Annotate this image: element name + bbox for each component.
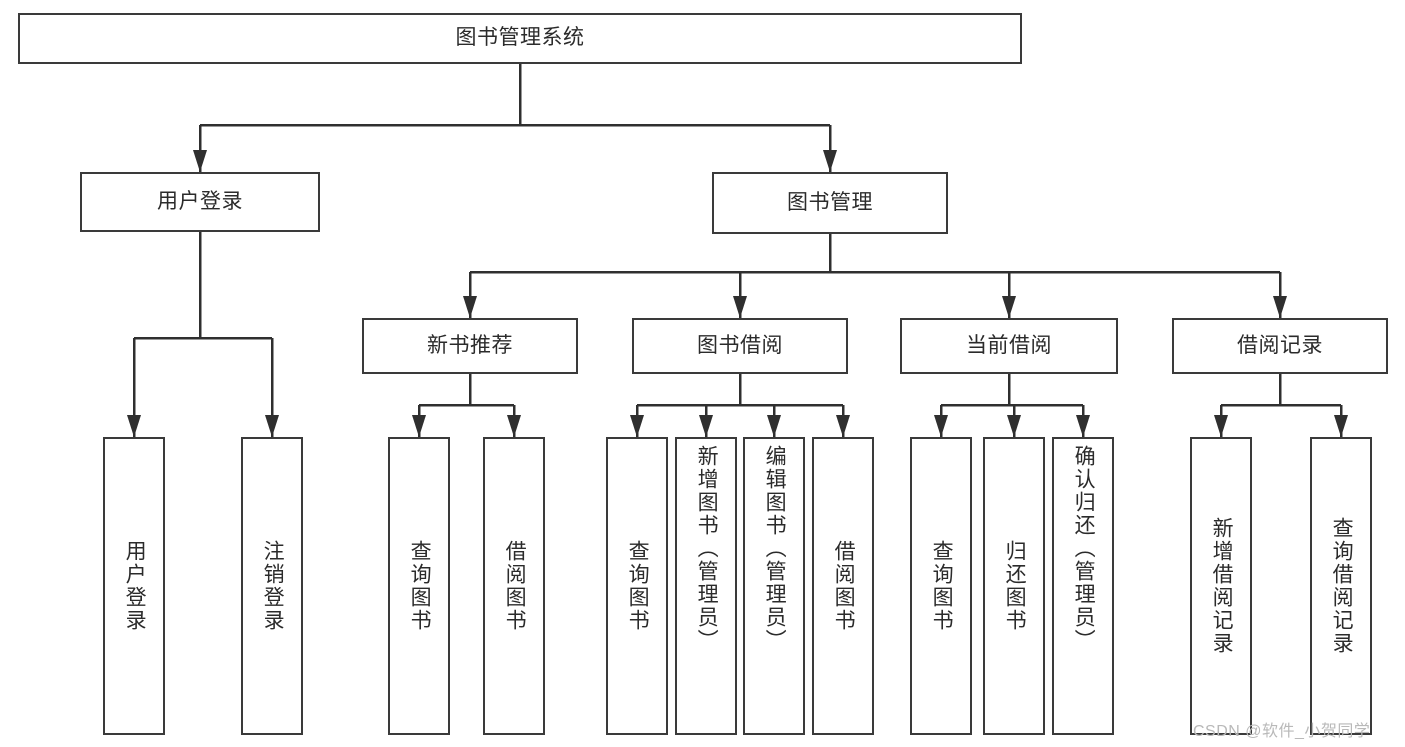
node-leaf-bw-query: 查询图书: [606, 437, 668, 735]
node-borrow: 图书借阅: [632, 318, 848, 374]
node-label: 确认归还（管理员）: [1072, 445, 1096, 652]
arrow-head-icon: [699, 415, 713, 437]
node-leaf-cur-query: 查询图书: [910, 437, 972, 735]
watermark-text: CSDN @软件_小贺同学: [1193, 723, 1371, 740]
arrow-head-icon: [1334, 415, 1348, 437]
arrow-head-icon: [630, 415, 644, 437]
node-leaf-nb-borrow: 借阅图书: [483, 437, 545, 735]
arrow-head-icon: [1007, 415, 1021, 437]
node-label: 图书管理系统: [455, 26, 585, 50]
node-leaf-user-logout: 注销登录: [241, 437, 303, 735]
node-leaf-bw-edit: 编辑图书（管理员）: [743, 437, 805, 735]
arrow-head-icon: [463, 296, 477, 318]
node-label: 注销登录: [261, 540, 285, 632]
arrow-head-icon: [1214, 415, 1228, 437]
node-label: 查询图书: [408, 540, 432, 632]
arrow-head-icon: [1002, 296, 1016, 318]
node-label: 新书推荐: [427, 333, 513, 357]
node-label: 查询图书: [626, 540, 650, 632]
node-label: 查询图书: [930, 540, 954, 632]
arrow-head-icon: [836, 415, 850, 437]
arrow-head-icon: [1076, 415, 1090, 437]
node-leaf-bw-borrow: 借阅图书: [812, 437, 874, 735]
node-leaf-rec-add: 新增借阅记录: [1190, 437, 1252, 735]
node-label: 新增借阅记录: [1210, 517, 1234, 655]
node-leaf-rec-query: 查询借阅记录: [1310, 437, 1372, 735]
node-current: 当前借阅: [900, 318, 1118, 374]
node-leaf-user-login: 用户登录: [103, 437, 165, 735]
node-label: 图书管理: [787, 190, 873, 214]
node-label: 借阅图书: [503, 540, 527, 632]
arrow-head-icon: [767, 415, 781, 437]
node-label: 查询借阅记录: [1330, 517, 1354, 655]
node-root: 图书管理系统: [18, 13, 1022, 64]
node-bookmgmt: 图书管理: [712, 172, 948, 234]
arrow-head-icon: [412, 415, 426, 437]
node-leaf-cur-confirm: 确认归还（管理员）: [1052, 437, 1114, 735]
arrow-head-icon: [193, 150, 207, 172]
arrow-head-icon: [934, 415, 948, 437]
node-label: 用户登录: [157, 189, 243, 213]
arrow-head-icon: [127, 415, 141, 437]
node-label: 归还图书: [1003, 540, 1027, 632]
arrow-head-icon: [733, 296, 747, 318]
node-label: 图书借阅: [697, 333, 783, 357]
arrow-head-icon: [265, 415, 279, 437]
node-label: 用户登录: [123, 540, 147, 632]
arrow-head-icon: [823, 150, 837, 172]
node-label: 当前借阅: [966, 333, 1052, 357]
node-records: 借阅记录: [1172, 318, 1388, 374]
node-leaf-bw-add: 新增图书（管理员）: [675, 437, 737, 735]
node-login: 用户登录: [80, 172, 320, 232]
arrow-head-icon: [1273, 296, 1287, 318]
node-leaf-cur-return: 归还图书: [983, 437, 1045, 735]
arrow-head-icon: [507, 415, 521, 437]
node-label: 借阅记录: [1237, 333, 1323, 357]
node-label: 编辑图书（管理员）: [763, 445, 787, 652]
node-leaf-nb-query: 查询图书: [388, 437, 450, 735]
node-label: 借阅图书: [832, 540, 856, 632]
node-newbook: 新书推荐: [362, 318, 578, 374]
node-label: 新增图书（管理员）: [695, 445, 719, 652]
